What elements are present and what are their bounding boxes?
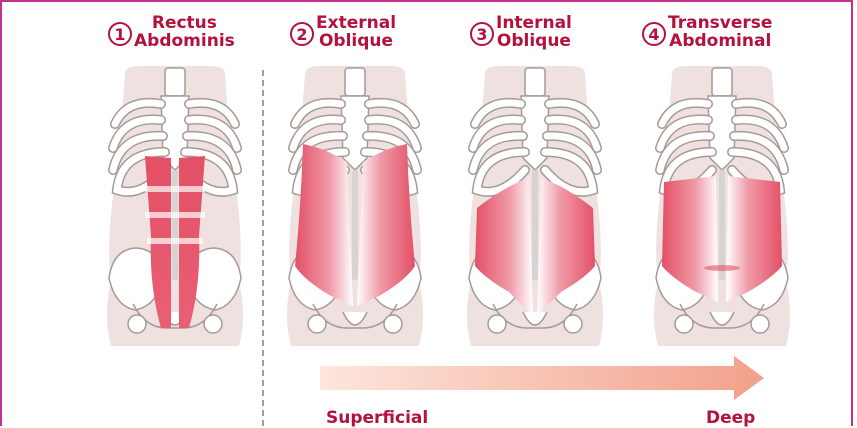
transverse-seam xyxy=(704,265,740,271)
label-line1: Rectus xyxy=(134,14,235,32)
external-oblique-illustration xyxy=(285,66,425,346)
depth-arrow xyxy=(320,356,764,408)
transverse-abdominal-illustration xyxy=(652,66,792,346)
label-line2: Abdominis xyxy=(134,32,235,50)
label-line1: Internal xyxy=(496,14,572,32)
number-badge: 3 xyxy=(470,22,494,46)
superficial-label: Superficial xyxy=(326,408,428,428)
tendinous-band xyxy=(145,186,205,192)
number-badge: 2 xyxy=(290,22,314,46)
separator-line xyxy=(262,70,264,426)
tendinous-band xyxy=(147,238,203,244)
label-line2: Oblique xyxy=(316,32,396,50)
label-line2: Oblique xyxy=(496,32,572,50)
number-badge: 1 xyxy=(108,22,132,46)
label-line2: Abdominal xyxy=(668,32,772,50)
deep-label: Deep xyxy=(706,408,755,428)
label-line1: External xyxy=(316,14,396,32)
number-badge: 4 xyxy=(642,22,666,46)
internal-oblique-illustration xyxy=(465,66,605,346)
label-line1: Transverse xyxy=(668,14,772,32)
rectus-abdominis-illustration xyxy=(105,66,245,346)
tendinous-band xyxy=(145,212,205,218)
